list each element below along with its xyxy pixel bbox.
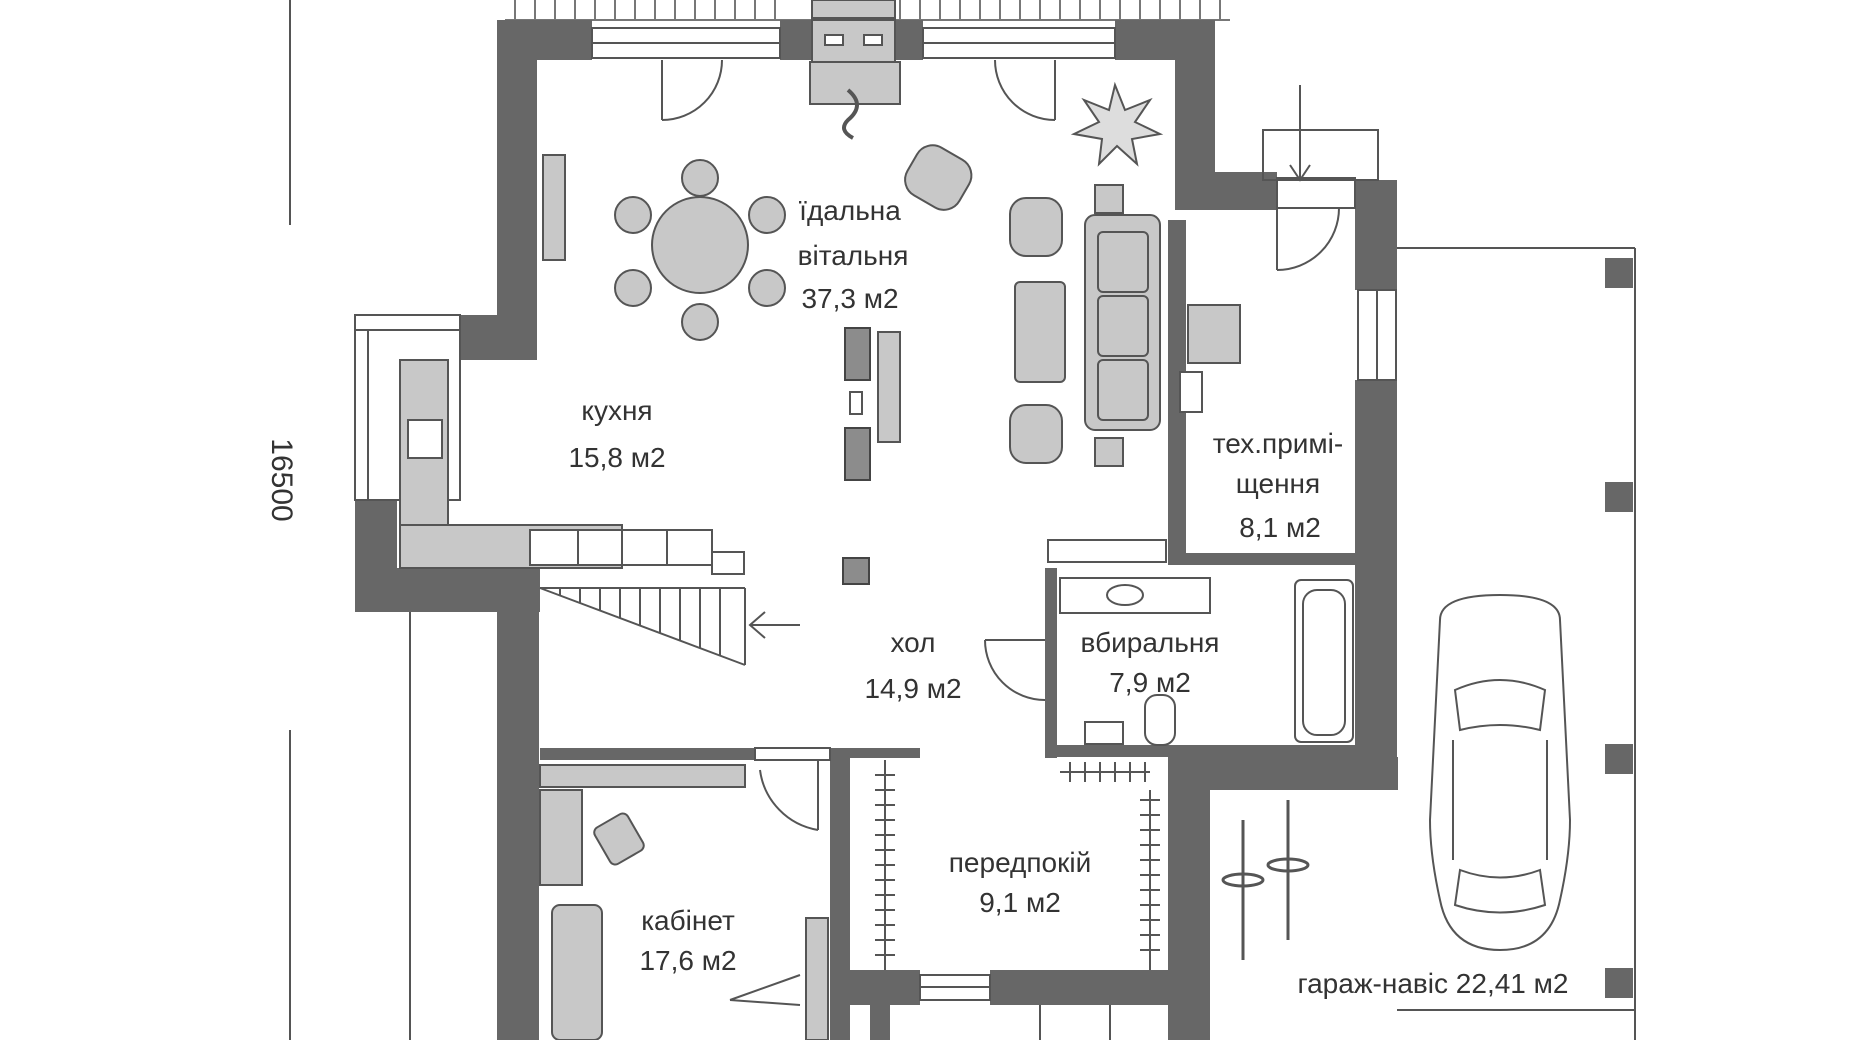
- walls: [355, 20, 1398, 1040]
- bathroom-name: вбиральня: [1081, 627, 1220, 658]
- fireplace: [809, 0, 901, 140]
- openings: [354, 27, 1636, 1040]
- vestibule-name: передпокій: [949, 847, 1091, 878]
- dining-living-name-1: їдальна: [798, 195, 901, 226]
- living-furniture: [542, 81, 1164, 585]
- bathroom-fixtures: [1059, 577, 1354, 746]
- bathroom-area: 7,9 м2: [1109, 667, 1191, 698]
- vestibule-area: 9,1 м2: [979, 887, 1061, 918]
- tech-room-equipment: [1047, 304, 1241, 563]
- room-labels: їдальна вітальня 37,3 м2 кухня 15,8 м2 т…: [568, 195, 1568, 999]
- tech-room-area: 8,1 м2: [1239, 512, 1321, 543]
- study-furniture: [539, 764, 829, 1040]
- tech-room-name-2: щення: [1236, 468, 1320, 499]
- staircase: [539, 587, 800, 666]
- kitchen-area: 15,8 м2: [568, 442, 665, 473]
- kitchen-units: [399, 359, 745, 575]
- dimension-line: 16500: [265, 0, 298, 1040]
- dining-table: [614, 159, 786, 341]
- bicycle-icon: [1221, 800, 1310, 960]
- study-name: кабінет: [641, 905, 735, 936]
- kitchen-name: кухня: [581, 395, 652, 426]
- car-icon: [1428, 593, 1572, 952]
- hall-name: хол: [891, 627, 936, 658]
- study-area: 17,6 м2: [639, 945, 736, 976]
- carport-posts: [1605, 258, 1633, 998]
- wardrobes: [875, 760, 1160, 970]
- carport-label: гараж-навіс 22,41 м2: [1298, 968, 1569, 999]
- tech-room-name-1: тех.примі-: [1213, 428, 1343, 459]
- dining-living-name-2: вітальня: [798, 240, 909, 271]
- dimension-label: 16500: [265, 438, 298, 521]
- dining-living-area: 37,3 м2: [801, 283, 898, 314]
- hall-area: 14,9 м2: [864, 673, 961, 704]
